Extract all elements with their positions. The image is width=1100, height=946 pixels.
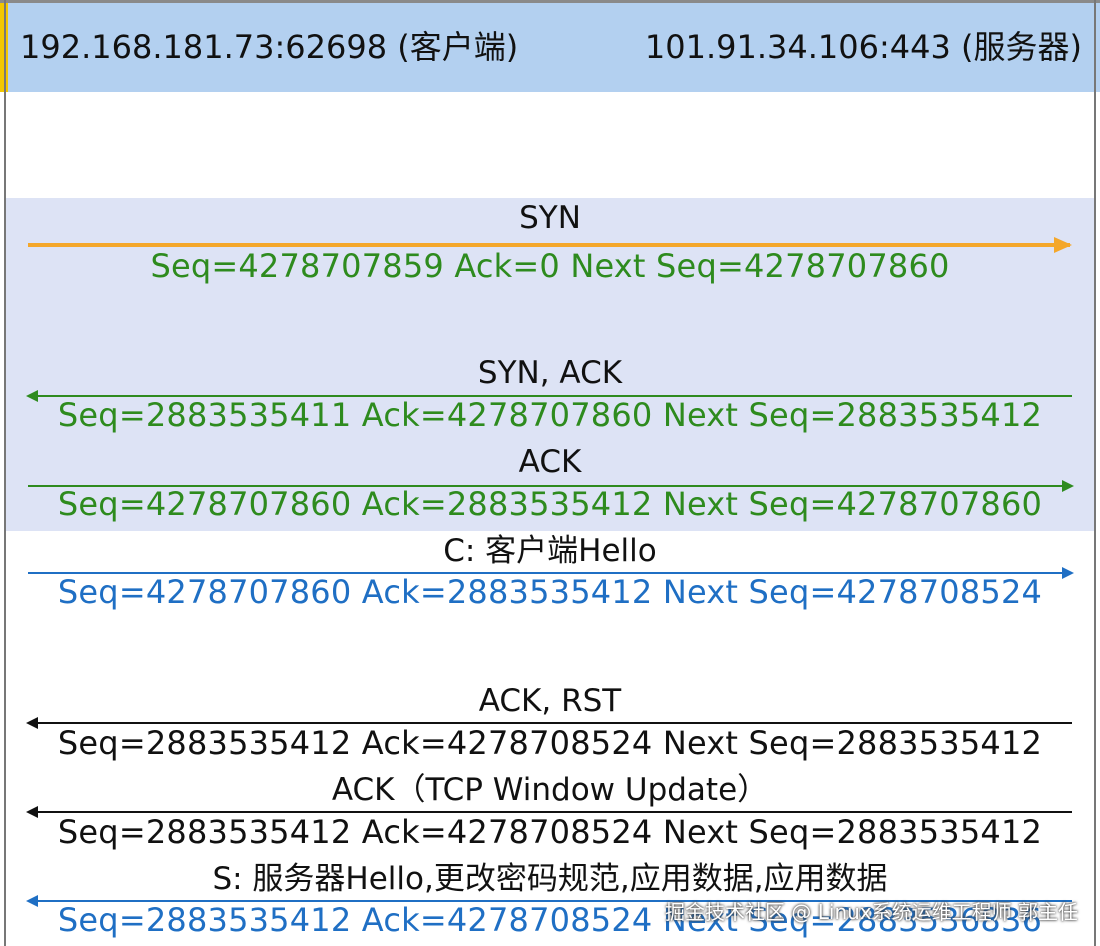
arrow-shaft [28, 572, 1072, 574]
packet-label: SYN [519, 200, 581, 236]
arrow-head [1062, 567, 1074, 579]
arrow-shaft [28, 900, 1072, 902]
arrow-shaft [28, 243, 1070, 247]
arrow-shaft [28, 722, 1072, 724]
packet-label: ACK（TCP Window Update） [331, 772, 769, 808]
arrow-head [26, 717, 38, 729]
packet-label: ACK [518, 444, 582, 480]
arrow-shaft [28, 395, 1072, 397]
diagram-frame [4, 0, 1096, 946]
arrow-head [26, 806, 38, 818]
packet-label: C: 客户端Hello [443, 533, 657, 569]
packet-seq-info: Seq=2883535411 Ack=4278707860 Next Seq=2… [57, 396, 1043, 434]
arrow-head [1054, 237, 1072, 253]
handshake-highlight-band [6, 198, 1094, 531]
arrow-head [26, 390, 38, 402]
client-endpoint-label: 192.168.181.73:62698 (客户端) [20, 28, 519, 66]
packet-seq-info: Seq=2883535412 Ack=4278708524 Next Seq=2… [57, 724, 1043, 762]
packet-label: S: 服务器Hello,更改密码规范,应用数据,应用数据 [212, 861, 888, 897]
packet-seq-info: Seq=4278707859 Ack=0 Next Seq=4278707860 [150, 247, 950, 285]
packet-seq-info: Seq=4278707860 Ack=2883535412 Next Seq=4… [57, 485, 1043, 523]
packet-label: SYN, ACK [477, 355, 623, 391]
endpoints-header: 192.168.181.73:62698 (客户端) 101.91.34.106… [0, 0, 1100, 92]
packet-seq-info: Seq=4278707860 Ack=2883535412 Next Seq=4… [57, 573, 1043, 611]
arrow-shaft [28, 485, 1072, 487]
packet-seq-info: Seq=2883535412 Ack=4278708524 Next Seq=2… [57, 813, 1043, 851]
arrow-head [1062, 480, 1074, 492]
watermark-text: 掘金技术社区 @ Linux系统运维工程师 郭主任 [665, 900, 1078, 924]
packet-label: ACK, RST [478, 683, 622, 719]
arrow-head [26, 895, 38, 907]
arrow-shaft [28, 811, 1072, 813]
server-endpoint-label: 101.91.34.106:443 (服务器) [644, 28, 1082, 66]
packet-seq-info: Seq=2883535412 Ack=4278708524 Next Seq=2… [57, 901, 1043, 939]
